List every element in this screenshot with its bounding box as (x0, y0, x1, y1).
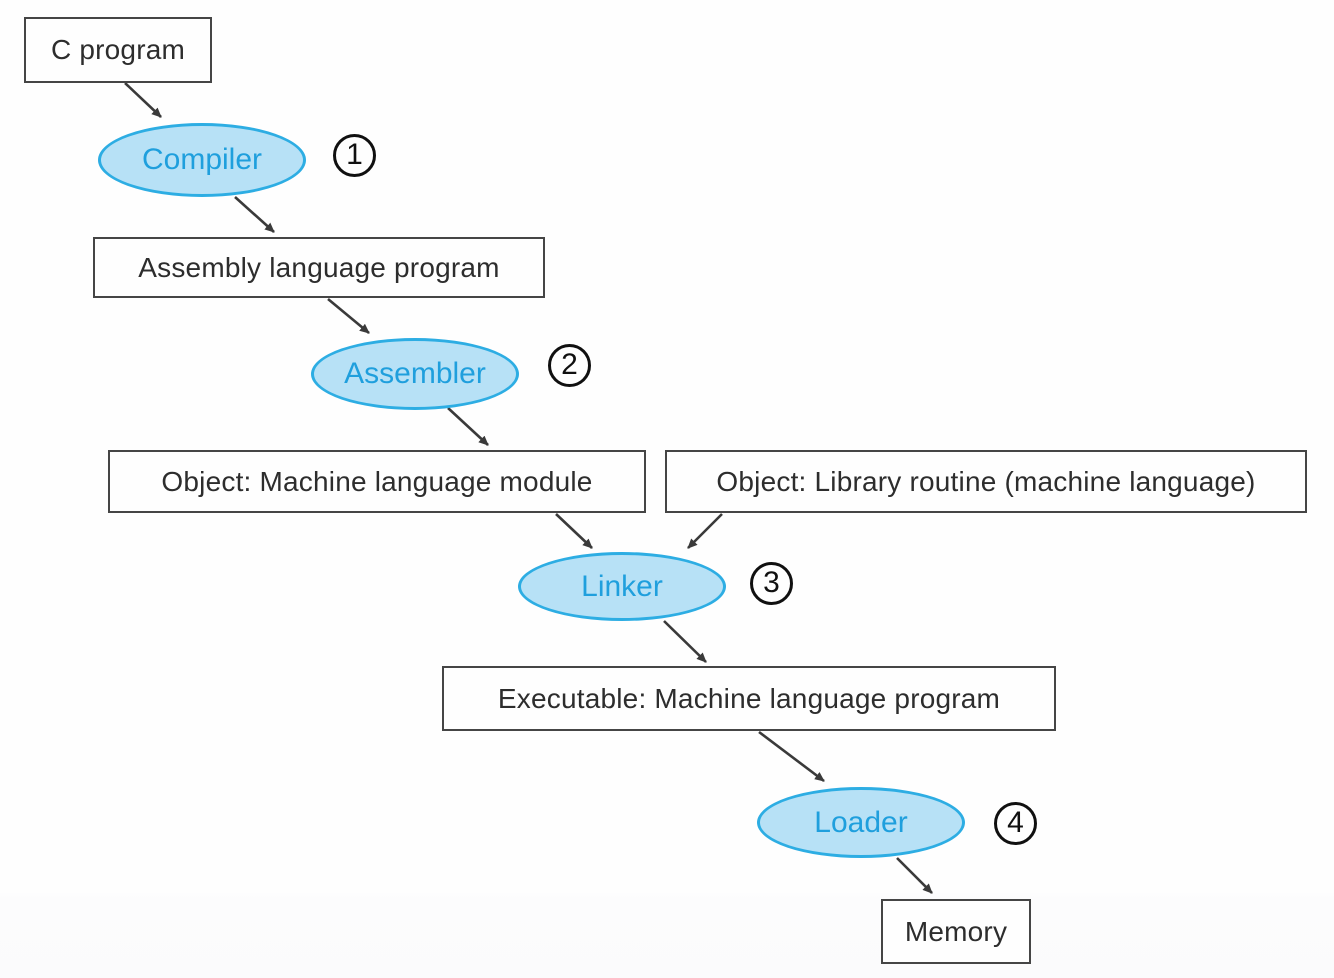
node-assembler-label: Assembler (344, 357, 486, 390)
arrow-loader-to-memory (896, 857, 933, 894)
node-linker: Linker (518, 552, 726, 621)
node-c-program-label: C program (50, 34, 186, 65)
node-assembly-language-program: Assembly language program (93, 237, 545, 298)
step-badge-linker: 3 (750, 562, 793, 605)
node-object-machine-language-module: Object: Machine language module (108, 450, 646, 513)
node-c-program: C program (24, 17, 212, 83)
node-object-library-routine: Object: Library routine (machine languag… (665, 450, 1307, 513)
node-compiler-label: Compiler (141, 143, 263, 176)
arrow-linker-to-executable (663, 620, 707, 663)
step-badge-assembler: 2 (548, 344, 591, 387)
step-badge-compiler-number: 1 (346, 137, 363, 171)
arrow-assembler-to-object (447, 407, 489, 446)
node-memory: Memory (881, 899, 1031, 964)
step-badge-loader: 4 (994, 802, 1037, 845)
step-badge-compiler: 1 (333, 134, 376, 177)
node-linker-label: Linker (581, 569, 663, 603)
arrow-assembly-to-assembler (327, 297, 370, 335)
arrow-object-to-linker (555, 513, 593, 549)
step-badge-loader-number: 4 (1007, 805, 1024, 839)
node-object-library-routine-label: Object: Library routine (machine languag… (716, 465, 1256, 497)
node-assembler: Assembler (311, 338, 519, 410)
arrow-executable-to-loader (758, 730, 825, 783)
arrow-compiler-to-assembly (234, 196, 275, 233)
step-badge-assembler-number: 2 (561, 347, 578, 381)
node-object-machine-language-module-label: Object: Machine language module (161, 465, 593, 497)
node-executable-machine-language-program-label: Executable: Machine language program (497, 682, 1001, 714)
arrow-cprogram-to-compiler (124, 82, 162, 118)
node-loader: Loader (757, 787, 965, 858)
node-assembly-language-program-label: Assembly language program (138, 251, 500, 283)
arrow-library-to-linker (687, 513, 723, 549)
node-executable-machine-language-program: Executable: Machine language program (442, 666, 1056, 731)
node-memory-label: Memory (904, 915, 1008, 947)
node-compiler: Compiler (98, 123, 306, 197)
step-badge-linker-number: 3 (763, 565, 780, 599)
node-loader-label: Loader (814, 805, 908, 839)
